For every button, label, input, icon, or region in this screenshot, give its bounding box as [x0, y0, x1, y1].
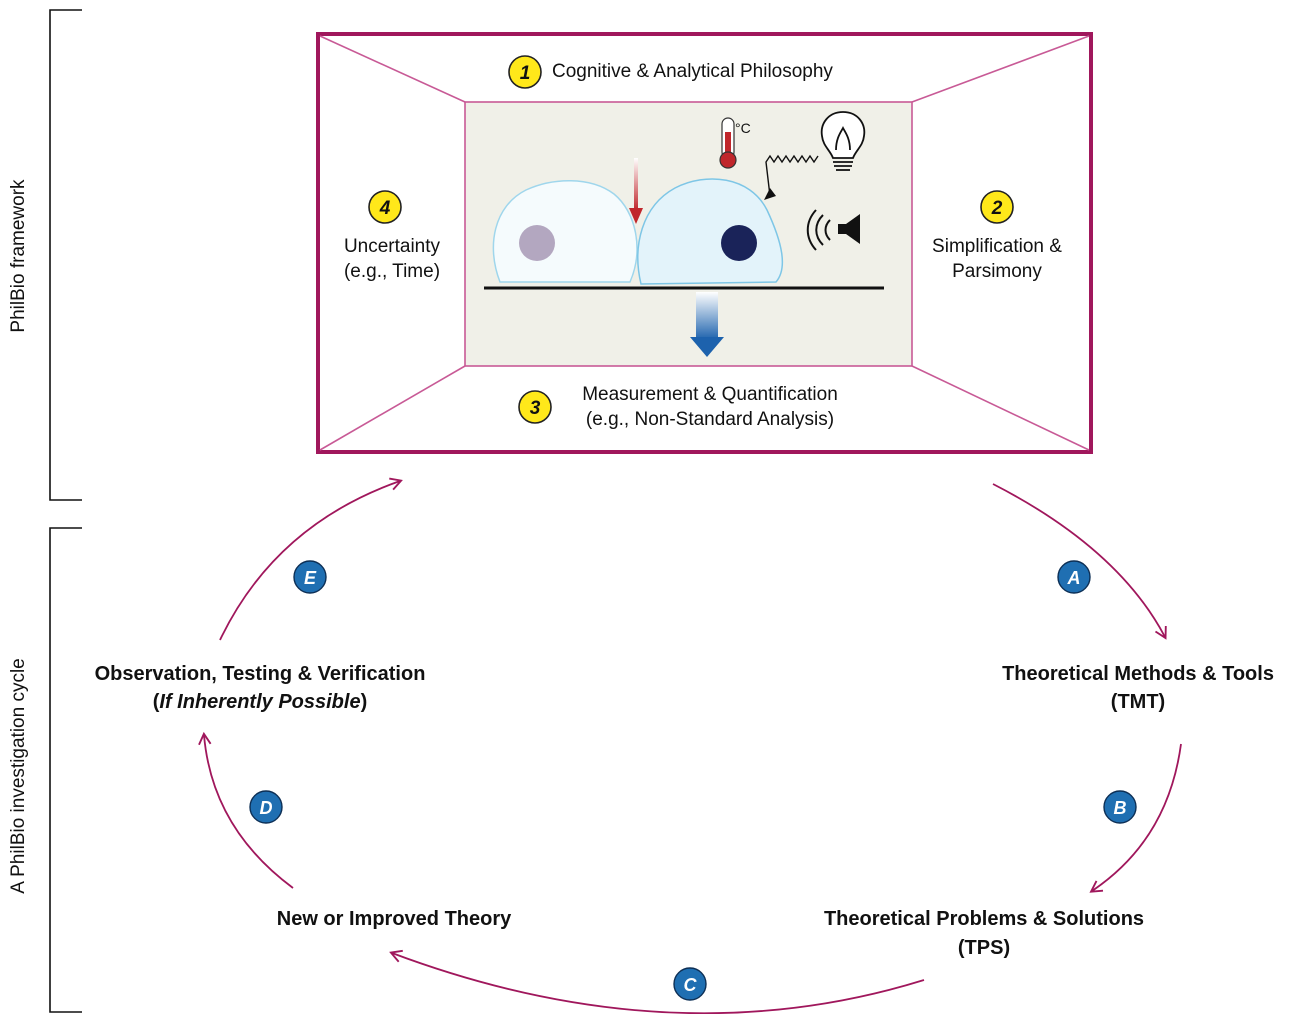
- room-corner-br: [911, 365, 1090, 451]
- badge-d: D: [249, 790, 283, 824]
- svg-text:D: D: [260, 798, 273, 818]
- room-label-right-line1: Simplification &: [932, 236, 1062, 257]
- badge-a: A: [1057, 560, 1091, 594]
- room-label-right-line2: Parsimony: [952, 261, 1042, 282]
- room-label-left-line1: Uncertainty: [343, 236, 441, 257]
- arrow-a: [992, 483, 1167, 640]
- pressure-arrow-red-head: [629, 208, 643, 224]
- lightbulb-icon: [820, 111, 866, 171]
- force-arrow-blue-shaft: [696, 292, 718, 340]
- cell-scene: [484, 158, 884, 357]
- room-corner-bl: [319, 365, 466, 451]
- badge-3: 3: [518, 390, 552, 424]
- room-label-bottom-line1: Measurement & Quantification: [582, 384, 838, 405]
- svg-text:B: B: [1114, 798, 1127, 818]
- framework-room: [316, 32, 1093, 454]
- node-tmt-line2: (TMT): [1110, 691, 1166, 713]
- arrow-e: [219, 477, 403, 641]
- framework-bracket: [49, 9, 82, 501]
- node-theory: New or Improved Theory: [276, 908, 512, 930]
- observation-qualifier: If Inherently Possible: [159, 691, 361, 713]
- badge-2: 2: [980, 190, 1014, 224]
- room-corner-tr: [911, 35, 1090, 103]
- arrow-d: [198, 731, 294, 889]
- svg-text:2: 2: [991, 198, 1003, 219]
- svg-text:C: C: [684, 975, 698, 995]
- badge-b: B: [1103, 790, 1137, 824]
- node-tps-line1: Theoretical Problems & Solutions: [823, 908, 1145, 930]
- node-tps-line2: (TPS): [957, 937, 1011, 959]
- badge-e: E: [293, 560, 327, 594]
- arrow-b: [1089, 743, 1182, 893]
- nucleus-right: [721, 225, 757, 261]
- badge-1: 1: [508, 55, 542, 89]
- framework-side-label: PhilBio framework: [8, 179, 29, 333]
- speaker-icon: [806, 209, 860, 251]
- thermometer-unit-label: °C: [735, 120, 751, 136]
- cycle-side-label: A PhilBio investigation cycle: [8, 658, 29, 894]
- svg-text:4: 4: [379, 198, 391, 219]
- nucleus-left: [519, 225, 555, 261]
- badge-4: 4: [368, 190, 402, 224]
- node-tmt-line1: Theoretical Methods & Tools: [1002, 663, 1274, 685]
- node-observation-line2: (If Inherently Possible): [152, 691, 368, 713]
- thermometer-icon: [719, 117, 737, 169]
- room-label-top: Cognitive & Analytical Philosophy: [552, 61, 833, 82]
- force-arrow-blue-head: [690, 337, 724, 357]
- svg-text:A: A: [1067, 568, 1081, 588]
- badge-c: C: [673, 967, 707, 1001]
- arrow-c: [389, 949, 925, 1014]
- pressure-arrow-red-shaft: [634, 158, 638, 210]
- svg-text:1: 1: [520, 63, 531, 84]
- node-observation-line1: Observation, Testing & Verification: [94, 663, 426, 685]
- room-corner-tl: [319, 35, 466, 103]
- svg-text:3: 3: [530, 398, 541, 419]
- room-label-left-line2: (e.g., Time): [343, 261, 441, 282]
- cycle-bracket: [49, 527, 82, 1013]
- svg-text:E: E: [304, 568, 317, 588]
- room-label-bottom-line2: (e.g., Non-Standard Analysis): [585, 409, 835, 430]
- wavy-arrow-icon: [764, 154, 819, 200]
